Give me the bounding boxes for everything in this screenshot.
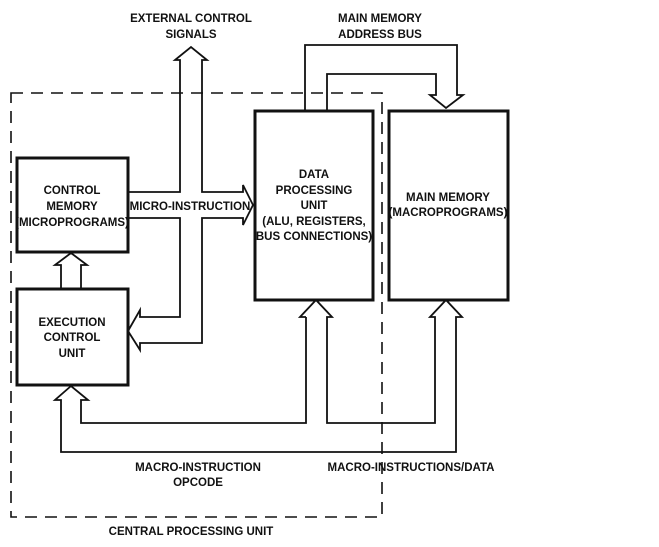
cpu-label: CENTRAL PROCESSING UNIT: [109, 526, 274, 538]
control-to-execution-arrow: [52, 251, 90, 289]
main-memory-label: MAIN MEMORY: [406, 192, 490, 204]
main-memory-label: (MACROPROGRAMS): [389, 207, 508, 219]
control-memory-label: MEMORY: [46, 201, 98, 213]
cpu-boundary: [10, 92, 383, 518]
data-processing-unit-box: DATA PROCESSING UNIT (ALU, REGISTERS, BU…: [253, 109, 375, 302]
control-memory-label: (MICROPROGRAMS): [15, 217, 129, 229]
address-bus-arrow: [304, 44, 466, 111]
macro-data-label: MACRO-INSTRUCTIONS/DATA: [328, 462, 495, 474]
execution-control-unit-box: EXECUTION CONTROL UNIT: [15, 287, 130, 387]
micro-instruction-label: MICRO-INSTRUCTION: [130, 201, 251, 213]
micro-instruction-bus-arrow: [126, 45, 255, 354]
opcode-label: MACRO-INSTRUCTION: [135, 462, 261, 474]
dpu-label: UNIT: [301, 200, 328, 212]
external-control-label: EXTERNAL CONTROL: [130, 13, 252, 25]
external-control-label: SIGNALS: [165, 29, 216, 41]
control-memory-box: CONTROL MEMORY (MICROPROGRAMS): [15, 156, 130, 254]
opcode-label: OPCODE: [173, 477, 223, 489]
ecu-label: UNIT: [59, 348, 86, 360]
ecu-label: EXECUTION: [38, 317, 105, 329]
main-memory-box: MAIN MEMORY (MACROPROGRAMS): [387, 109, 510, 302]
dpu-label: BUS CONNECTIONS): [256, 231, 372, 243]
dpu-label: (ALU, REGISTERS,: [262, 216, 366, 228]
opcode-bus-arrow: [52, 298, 465, 453]
control-memory-label: CONTROL: [44, 185, 101, 197]
address-bus-label: MAIN MEMORY: [338, 13, 422, 25]
dpu-label: PROCESSING: [276, 185, 353, 197]
address-bus-label: ADDRESS BUS: [338, 29, 422, 41]
ecu-label: CONTROL: [44, 332, 101, 344]
dpu-label: DATA: [299, 169, 329, 181]
